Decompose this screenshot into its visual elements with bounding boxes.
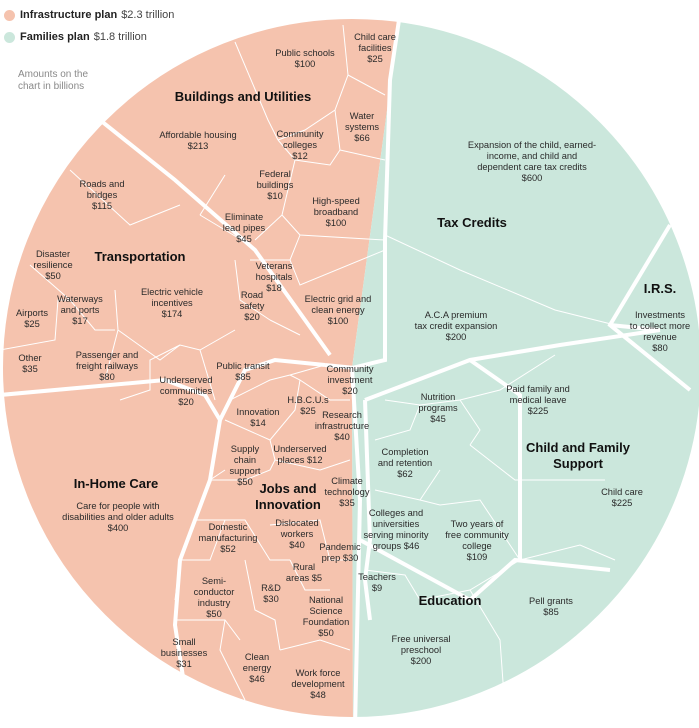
legend: Infrastructure plan $2.3 trillion Famili… (4, 4, 174, 48)
legend-amount: $1.8 trillion (93, 31, 147, 43)
legend-label: Families plan (20, 31, 90, 43)
cell-label: R&D$30 (261, 583, 281, 604)
legend-amount: $2.3 trillion (121, 9, 175, 21)
category-label-buildings-and-utilities: Buildings and Utilities (175, 89, 312, 104)
cell-label: Expansion of the child, earned-income, a… (468, 140, 596, 183)
category-label-transportation: Transportation (94, 249, 185, 264)
cell-label: Affordable housing$213 (159, 130, 236, 151)
legend-label: Infrastructure plan (20, 9, 118, 21)
cell-label: Public transit$85 (216, 361, 270, 382)
cell-label: Pell grants$85 (529, 596, 573, 617)
cell-label: H.B.C.U.s$25 (287, 395, 329, 416)
cell-label: Public schools$100 (275, 48, 335, 69)
cell-label: Child care$225 (601, 487, 643, 508)
category-label-education: Education (419, 593, 482, 608)
chart-outline (1, 17, 699, 719)
cell-label: Teachers$9 (358, 572, 396, 593)
cell-label: Other$35 (18, 353, 41, 374)
category-label-tax-credits: Tax Credits (437, 215, 507, 230)
families-swatch (4, 31, 15, 43)
amounts-note: Amounts on the chart in billions (18, 69, 89, 92)
legend-item-infrastructure[interactable]: Infrastructure plan $2.3 trillion (4, 4, 174, 26)
legend-item-families[interactable]: Families plan $1.8 trillion (4, 26, 174, 48)
category-label-i-r-s-: I.R.S. (644, 281, 677, 296)
infrastructure-swatch (4, 9, 15, 21)
cell-label: Innovation$14 (237, 407, 280, 428)
category-label-in-home-care: In-Home Care (74, 476, 159, 491)
cell-label: Airports$25 (16, 308, 48, 329)
